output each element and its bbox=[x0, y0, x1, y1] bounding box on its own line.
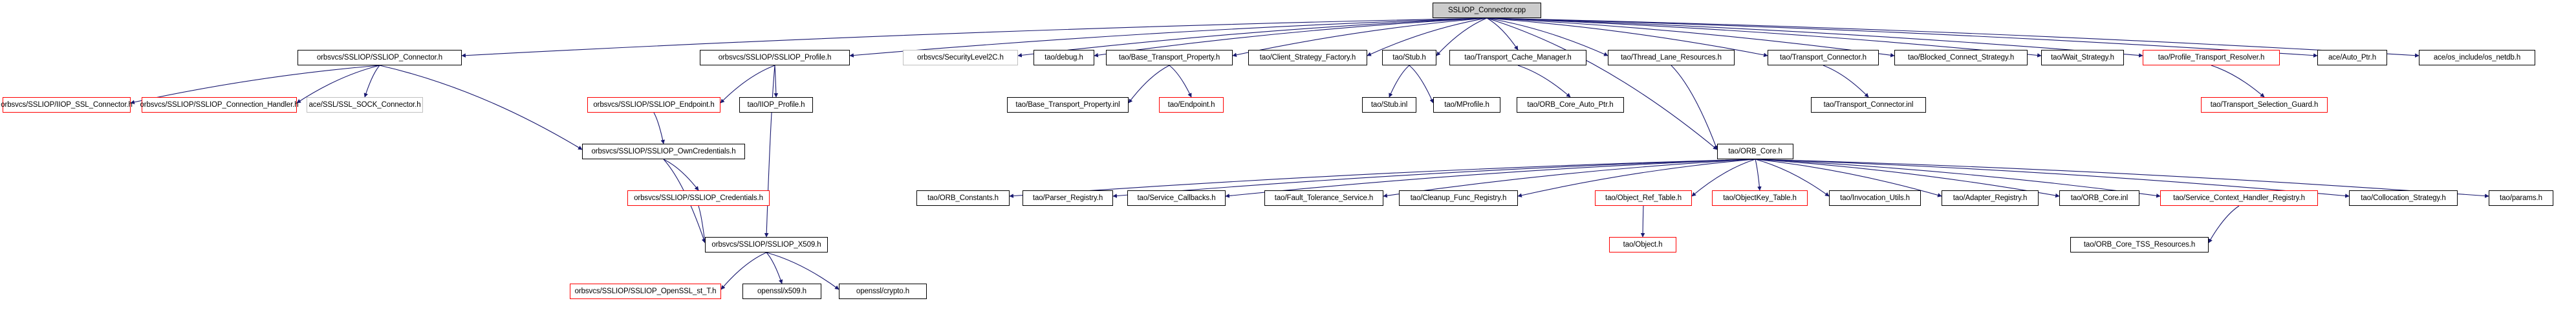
graph-edge bbox=[774, 65, 779, 98]
graph-node[interactable]: tao/ORB_Core.inl bbox=[2059, 190, 2139, 206]
graph-node[interactable]: tao/Client_Strategy_Factory.h bbox=[1248, 50, 1367, 65]
graph-node[interactable]: tao/IIOP_Profile.h bbox=[739, 97, 813, 113]
graph-node[interactable]: tao/Profile_Transport_Resolver.h bbox=[2143, 50, 2280, 65]
graph-node[interactable]: orbsvcs/SSLIOP/IIOP_SSL_Connector.h bbox=[1, 97, 133, 113]
graph-node[interactable]: tao/Stub.h bbox=[1382, 50, 1436, 65]
graph-edge bbox=[363, 65, 380, 98]
graph-edge bbox=[1486, 17, 1519, 50]
graph-node[interactable]: tao/ObjectKey_Table.h bbox=[1712, 190, 1808, 206]
graph-node[interactable]: tao/Base_Transport_Property.h bbox=[1106, 50, 1233, 65]
graph-node[interactable]: tao/Invocation_Utils.h bbox=[1829, 190, 1921, 206]
graph-node[interactable]: tao/ORB_Core.h bbox=[1717, 144, 1793, 159]
graph-node[interactable]: ace/Auto_Ptr.h bbox=[2317, 50, 2387, 65]
graph-node[interactable]: tao/Cleanup_Func_Registry.h bbox=[1399, 190, 1518, 206]
graph-edge bbox=[2211, 65, 2265, 98]
graph-node[interactable]: tao/Transport_Connector.h bbox=[1768, 50, 1879, 65]
graph-node[interactable]: tao/ORB_Core_TSS_Resources.h bbox=[2070, 237, 2209, 252]
graph-node[interactable]: tao/Parser_Registry.h bbox=[1023, 190, 1113, 206]
graph-node[interactable]: tao/Object_Ref_Table.h bbox=[1595, 190, 1692, 206]
graph-edge bbox=[698, 205, 707, 243]
graph-node[interactable]: tao/params.h bbox=[2489, 190, 2553, 206]
graph-edge bbox=[1169, 65, 1192, 98]
graph-node[interactable]: tao/ORB_Constants.h bbox=[916, 190, 1010, 206]
graph-node[interactable]: orbsvcs/SSLIOP/SSLIOP_Credentials.h bbox=[627, 190, 770, 206]
graph-node[interactable]: tao/Fault_Tolerance_Service.h bbox=[1264, 190, 1383, 206]
graph-node[interactable]: tao/Service_Context_Handler_Registry.h bbox=[2160, 190, 2318, 206]
graph-edge bbox=[1755, 159, 1762, 191]
graph-node[interactable]: tao/Object.h bbox=[1609, 237, 1676, 252]
graph-node[interactable]: tao/Blocked_Connect_Strategy.h bbox=[1894, 50, 2028, 65]
graph-node[interactable]: tao/Collocation_Strategy.h bbox=[2349, 190, 2458, 206]
graph-node[interactable]: orbsvcs/SSLIOP/SSLIOP_Connection_Handler… bbox=[140, 97, 299, 113]
graph-edge bbox=[1823, 65, 1869, 98]
graph-node[interactable]: ace/SSL/SSL_SOCK_Connector.h bbox=[307, 97, 423, 113]
graph-node[interactable]: orbsvcs/SSLIOP/SSLIOP_OpenSSL_st_T.h bbox=[570, 284, 721, 299]
graph-edge bbox=[764, 65, 775, 238]
graph-edge bbox=[1671, 65, 1718, 150]
graph-edge bbox=[766, 252, 783, 284]
graph-node[interactable]: orbsvcs/SSLIOP/SSLIOP_Connector.h bbox=[298, 50, 462, 65]
graph-node[interactable]: tao/Adapter_Registry.h bbox=[1942, 190, 2039, 206]
graph-node[interactable]: orbsvcs/SSLIOP/SSLIOP_Profile.h bbox=[700, 50, 850, 65]
graph-node[interactable]: tao/Endpoint.h bbox=[1159, 97, 1224, 113]
graph-edge bbox=[2208, 205, 2240, 243]
graph-node[interactable]: openssl/x509.h bbox=[742, 284, 821, 299]
graph-root-node[interactable]: SSLIOP_Connector.cpp bbox=[1433, 3, 1541, 18]
graph-node[interactable]: tao/Service_Callbacks.h bbox=[1127, 190, 1226, 206]
graph-edge bbox=[1517, 65, 1571, 98]
graph-node[interactable]: orbsvcs/SSLIOP/SSLIOP_X509.h bbox=[705, 237, 828, 252]
graph-node[interactable]: tao/Wait_Strategy.h bbox=[2041, 50, 2124, 65]
graph-edge bbox=[1389, 65, 1410, 98]
graph-node[interactable]: orbsvcs/SecurityLevel2C.h bbox=[903, 50, 1018, 65]
graph-edge bbox=[663, 159, 699, 191]
graph-node[interactable]: ace/os_include/os_netdb.h bbox=[2419, 50, 2535, 65]
graph-edge bbox=[1486, 17, 1718, 150]
graph-node[interactable]: tao/Transport_Selection_Guard.h bbox=[2201, 97, 2328, 113]
graph-node[interactable]: tao/Stub.inl bbox=[1362, 97, 1416, 113]
graph-node[interactable]: orbsvcs/SSLIOP/SSLIOP_Endpoint.h bbox=[587, 97, 720, 113]
graph-node[interactable]: tao/Base_Transport_Property.inl bbox=[1007, 97, 1129, 113]
graph-node[interactable]: orbsvcs/SSLIOP/SSLIOP_OwnCredentials.h bbox=[582, 144, 745, 159]
graph-node[interactable]: openssl/crypto.h bbox=[839, 284, 927, 299]
graph-node[interactable]: tao/Thread_Lane_Resources.h bbox=[1608, 50, 1735, 65]
graph-node[interactable]: tao/debug.h bbox=[1034, 50, 1094, 65]
graph-edge bbox=[653, 112, 665, 144]
graph-node[interactable]: tao/MProfile.h bbox=[1433, 97, 1500, 113]
graph-node[interactable]: tao/Transport_Connector.inl bbox=[1811, 97, 1926, 113]
graph-node[interactable]: tao/Transport_Cache_Manager.h bbox=[1449, 50, 1586, 65]
graph-node[interactable]: tao/ORB_Core_Auto_Ptr.h bbox=[1517, 97, 1624, 113]
